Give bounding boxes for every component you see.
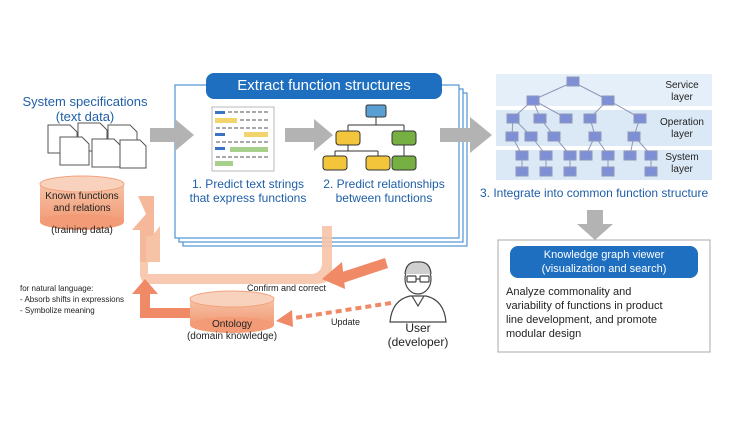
known-functions-line2: and relations (53, 203, 111, 214)
ontology-line1: Ontology (211, 319, 253, 330)
step2-line1: 2. Predict relationships (323, 177, 445, 191)
user-line2: (developer) (387, 335, 449, 349)
system-layer-label: System layer (654, 152, 710, 176)
system-specs-line2: (text data) (55, 109, 115, 124)
system-layer-line2: layer (671, 164, 693, 175)
document-stack-icon (47, 122, 147, 169)
user-label: User (developer) (382, 321, 454, 349)
highlighted-document-icon (211, 106, 275, 172)
update-label: Update (331, 317, 361, 327)
step1-line2: that express functions (189, 191, 307, 205)
ontology-line2: (domain knowledge) (186, 331, 278, 342)
system-specs-label: System specifications (text data) (20, 94, 150, 124)
service-layer-label: Service layer (654, 80, 710, 104)
update-arrow (287, 301, 392, 321)
user-line1: User (405, 321, 431, 335)
update-arrowhead (276, 310, 293, 327)
step2-line2: between functions (335, 191, 433, 205)
operation-layer-line2: layer (671, 129, 693, 140)
operation-layer-label: Operation layer (654, 117, 710, 141)
viewer-description: Analyze commonality and variability of f… (506, 285, 663, 341)
natural-language-line3: - Symbolize meaning (20, 306, 95, 315)
training-data-label: (training data) (51, 225, 113, 236)
operation-layer-line1: Operation (660, 117, 704, 128)
step1-line1: 1. Predict text strings (191, 177, 305, 191)
ontology-label: Ontology (domain knowledge) (172, 319, 292, 343)
ontology-database-icon (189, 290, 275, 333)
step1-label: 1. Predict text strings that express fun… (184, 177, 312, 205)
extract-title-banner: Extract function structures (206, 73, 442, 99)
common-function-structure-icon (505, 76, 658, 177)
viewer-desc-line4: modular design (506, 328, 582, 340)
known-functions-line1: Known functions (45, 191, 119, 202)
function-tree-icon (322, 104, 417, 171)
viewer-title-line1: Knowledge graph viewer (543, 249, 665, 261)
step2-label: 2. Predict relationships between functio… (318, 177, 450, 205)
viewer-title-line2: (visualization and search) (541, 263, 667, 275)
step3-label: 3. Integrate into common function struct… (480, 186, 709, 200)
flow-arrows (150, 117, 613, 240)
system-layer-line1: System (665, 152, 699, 163)
user-icon (389, 261, 447, 323)
natural-language-notes: for natural language: - Absorb shifts in… (20, 283, 124, 316)
viewer-desc-line3: line development, and promote (506, 314, 658, 326)
natural-language-line2: - Absorb shifts in expressions (20, 295, 125, 304)
viewer-title-banner: Knowledge graph viewer (visualization an… (510, 246, 698, 278)
system-specs-line1: System specifications (22, 94, 148, 109)
extract-title: Extract function structures (237, 77, 411, 94)
viewer-desc-line1: Analyze commonality and (506, 286, 632, 298)
known-functions-database-icon (39, 175, 125, 230)
feedback-arrows (132, 196, 388, 318)
service-layer-line2: layer (671, 92, 693, 103)
service-layer-line1: Service (665, 80, 699, 91)
confirm-correct-label: Confirm and correct (247, 283, 327, 293)
viewer-desc-line2: variability of functions in product (506, 300, 663, 312)
known-functions-label: Known functions and relations (34, 191, 130, 215)
natural-language-line1: for natural language: (20, 284, 94, 293)
